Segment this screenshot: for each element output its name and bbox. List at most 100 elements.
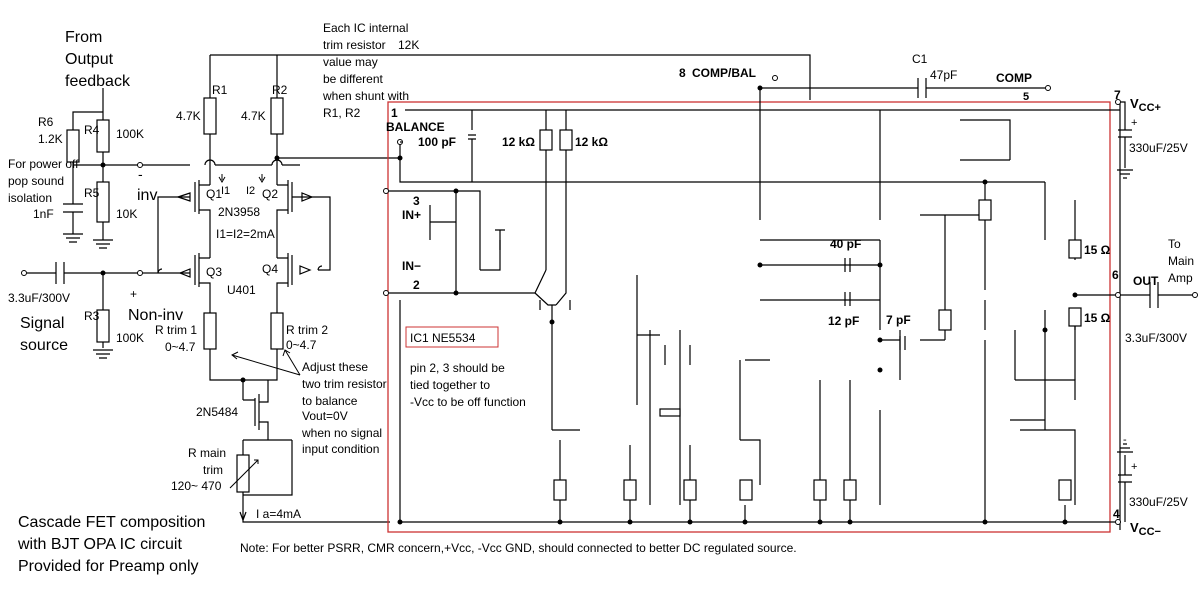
non-inv-node-terminal	[137, 270, 143, 276]
pin1-number: 1	[391, 106, 398, 120]
r3-value: 100K	[116, 331, 144, 345]
comp-bal-terminal	[772, 75, 778, 81]
pop-line3: isolation	[8, 191, 52, 205]
balance-label: BALANCE	[386, 120, 445, 134]
cap-12pf-label: 12 pF	[828, 314, 859, 328]
pin2-number: 2	[413, 278, 420, 292]
r3-resistor	[96, 309, 110, 343]
trim-note-line4: be different	[323, 72, 383, 86]
fet-pair-part: 2N3958	[218, 205, 260, 219]
c1-capacitor	[757, 75, 1051, 100]
trim-note-line2: trim resistor	[323, 38, 386, 52]
signal-input-terminal	[21, 270, 27, 276]
pin5-number: 5	[1023, 91, 1029, 103]
q2-label: Q2	[262, 187, 278, 201]
cascade-line1: Cascade FET composition	[18, 514, 205, 531]
fet-cascode-array	[157, 158, 331, 300]
r6-resistor	[66, 129, 80, 163]
ic-name-label: IC1 NE5534	[410, 331, 476, 345]
pin-note-line2: tied together to	[410, 378, 490, 392]
r1-label: R1	[212, 83, 228, 97]
footer-note: Note: For better PSRR, CMR concern,+Vcc,…	[240, 541, 797, 555]
input-network	[21, 88, 190, 359]
r6-value: 1.2K	[38, 132, 63, 146]
cap-7pf-label: 7 pF	[886, 313, 911, 327]
in-minus-pin	[383, 290, 389, 296]
comp-label: COMP	[996, 71, 1032, 85]
u401-part: U401	[227, 283, 256, 297]
pop-cap-value: 1nF	[33, 207, 54, 221]
r3-label: R3	[84, 309, 100, 323]
r1-resistor	[203, 97, 217, 135]
inv-label: inv	[137, 187, 157, 204]
r-15-ohm-b	[1068, 307, 1082, 327]
in-minus-label: IN−	[402, 259, 421, 273]
r-trim1-value: 0~4.7	[165, 340, 196, 354]
to-main-line1: To	[1168, 237, 1181, 251]
r6-label: R6	[38, 115, 54, 129]
pop-line1: For power off	[8, 157, 79, 171]
pin8-number: 8	[679, 66, 686, 80]
adjust-line1: Adjust these	[302, 360, 368, 374]
inv-node-terminal	[137, 162, 143, 168]
to-main-amp-terminal	[1192, 292, 1198, 298]
ia-label: I a=4mA	[256, 507, 301, 521]
r5-label: R5	[84, 186, 100, 200]
r4-resistor	[96, 119, 110, 153]
trim-12k-value: 12K	[398, 38, 419, 52]
r-main-line1: R main	[188, 446, 226, 460]
comp-bal-label: COMP/BAL	[692, 66, 756, 80]
r-trim2-label: R trim 2	[286, 323, 328, 337]
output-cap-value: 3.3uF/300V	[1125, 331, 1187, 345]
r-trim2-value: 0~4.7	[286, 338, 317, 352]
adjust-line5: when no signal	[301, 426, 382, 440]
out-label: OUT	[1133, 274, 1159, 288]
r-trim-1-resistor	[203, 312, 217, 350]
r-15-b-label: 15 Ω	[1084, 311, 1111, 325]
r2-resistor	[270, 97, 284, 135]
out-pin	[1115, 292, 1121, 298]
pin-note-line1: pin 2, 3 should be	[410, 361, 505, 375]
adjust-line4: Vout=0V	[302, 409, 348, 423]
non-inv-plus-sign: +	[130, 287, 137, 301]
non-inv-label: Non-inv	[128, 307, 183, 324]
i1-label: I1	[221, 185, 230, 197]
r-12k-a-label: 12 kΩ	[502, 135, 535, 149]
r1-value: 4.7K	[176, 109, 201, 123]
r2-label: R2	[272, 83, 288, 97]
trim-network	[203, 174, 390, 523]
r-main-line3: 120~ 470	[171, 479, 222, 493]
inv-minus-sign: -	[138, 166, 143, 182]
from-output-line1: From	[65, 29, 102, 46]
r-15-ohm-a	[1068, 239, 1082, 259]
pin6-number: 6	[1112, 268, 1119, 282]
r2-value: 4.7K	[241, 109, 266, 123]
to-main-line2: Main	[1168, 254, 1194, 268]
signal-source-line2: source	[20, 337, 68, 354]
q1-label: Q1	[206, 187, 222, 201]
comp-terminal	[1045, 85, 1051, 91]
vcc-plus-cap-value: 330uF/25V	[1129, 141, 1188, 155]
vcc-plus-label: VCC+	[1130, 96, 1161, 114]
r-trim1-label: R trim 1	[155, 323, 197, 337]
vcc-minus-label: VCC−	[1130, 520, 1161, 538]
pin7-number: 7	[1114, 88, 1121, 102]
c1-value: 47pF	[930, 68, 957, 82]
from-output-line3: feedback	[65, 73, 131, 90]
vcc-minus-cap-polarity: +	[1131, 461, 1137, 473]
cap-100pf-label: 100 pF	[418, 135, 456, 149]
vcc-plus-pin	[1115, 99, 1121, 105]
adjust-line3: to balance	[302, 394, 358, 408]
q4-label: Q4	[262, 262, 278, 276]
current-equation: I1=I2=2mA	[216, 227, 275, 241]
trim-note-line6: R1, R2	[323, 106, 361, 120]
r4-value: 100K	[116, 127, 144, 141]
to-main-line3: Amp	[1168, 271, 1193, 285]
input-cap-value: 3.3uF/300V	[8, 291, 70, 305]
adjust-line6: input condition	[302, 442, 379, 456]
r4-label: R4	[84, 123, 100, 137]
in-plus-pin	[383, 188, 389, 194]
ic1-label-box	[405, 326, 499, 348]
